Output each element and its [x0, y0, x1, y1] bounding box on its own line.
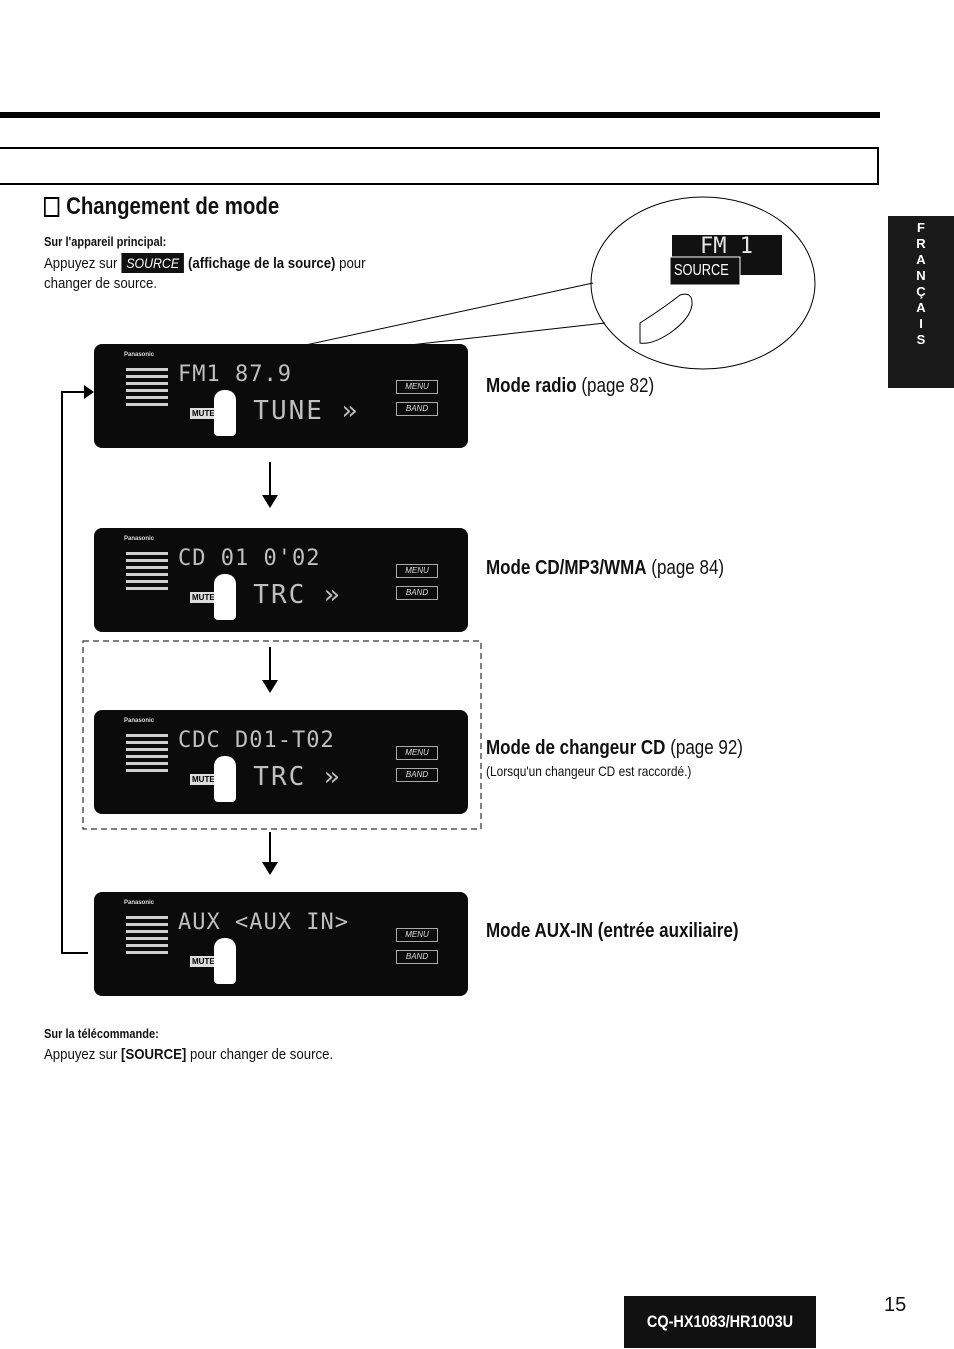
volume-control-icon [126, 730, 168, 792]
source-button-label: SOURCE [121, 253, 185, 273]
arrow-right-icon [84, 385, 94, 399]
band-button: BAND [396, 768, 438, 782]
lcd-bottom-text: « TRC » [218, 580, 342, 610]
lcd-top-text: CDC D01-T02 [178, 728, 335, 753]
band-button: BAND [396, 402, 438, 416]
pointing-hand-icon [214, 938, 236, 984]
main-unit-instructions: Appuyez sur SOURCE (affichage de la sour… [44, 253, 414, 294]
model-number-badge: CQ-HX1083/HR1003U [624, 1296, 816, 1348]
volume-control-icon [126, 364, 168, 426]
section-title: Changement de mode [44, 193, 279, 221]
main-unit-text-bold: (affichage de la source) [188, 255, 336, 272]
mode-label-aux: Mode AUX-IN (entrée auxiliaire) [486, 920, 739, 943]
top-rule [0, 112, 880, 118]
head-unit-panel-cd: Panasonic CD 01 0'02 « TRC » MENU BAND M… [94, 528, 468, 632]
remote-text-before: Appuyez sur [44, 1046, 118, 1063]
lcd-top-text: CD 01 0'02 [178, 546, 321, 571]
mode-page-ref: (page 84) [651, 557, 725, 579]
mode-page-ref: (page 92) [670, 737, 743, 759]
lcd-bottom-text: « TUNE » [218, 396, 360, 426]
head-unit-panel-radio: Panasonic FM1 87.9 « TUNE » MENU BAND MU… [94, 344, 468, 448]
head-unit-panel-aux: Panasonic AUX <AUX IN> MENU BAND MUTE [94, 892, 468, 996]
volume-control-icon [126, 548, 168, 610]
lcd-top-text: AUX <AUX IN> [178, 910, 349, 935]
remote-instructions: Appuyez sur [SOURCE] pour changer de sou… [44, 1046, 333, 1063]
mode-label-cd: Mode CD/MP3/WMA (page 84) [486, 557, 724, 580]
arrow-down-icon [262, 495, 278, 508]
pointing-hand-icon [214, 756, 236, 802]
header-frame [0, 147, 879, 185]
arrow-down-icon [262, 680, 278, 693]
callout-source-button-icon [669, 256, 741, 286]
page-number: 15 [884, 1294, 907, 1316]
section-title-text: Changement de mode [66, 193, 280, 220]
model-number: CQ-HX1083/HR1003U [646, 1312, 794, 1331]
mode-name: Mode CD/MP3/WMA [486, 557, 647, 579]
lcd-top-text: FM1 87.9 [178, 362, 292, 387]
panel-brand: Panasonic [124, 536, 155, 542]
arrow-down-icon [262, 862, 278, 875]
language-tab-label: FRANÇAIS [913, 220, 929, 348]
checkbox-square-icon [44, 197, 60, 217]
remote-text-after: pour changer de source. [189, 1046, 334, 1063]
mode-name: Mode AUX-IN (entrée auxiliaire) [486, 920, 739, 942]
panel-brand: Panasonic [124, 352, 155, 358]
main-unit-text-after: pour changer de source. [44, 255, 366, 292]
menu-button: MENU [396, 380, 438, 394]
callout-button-text: SOURCE [674, 262, 729, 279]
panel-brand: Panasonic [124, 718, 155, 724]
main-unit-text-before: Appuyez sur [44, 255, 118, 272]
mode-name: Mode radio [486, 375, 577, 397]
panel-brand: Panasonic [124, 900, 155, 906]
remote-text-bold: [SOURCE] [121, 1046, 187, 1063]
mute-button: MUTE [190, 408, 217, 419]
language-tab: FRANÇAIS [888, 216, 954, 388]
head-unit-panel-cd-changer: Panasonic CDC D01-T02 « TRC » MENU BAND … [94, 710, 468, 814]
pointing-hand-icon [639, 293, 693, 344]
mode-note-cd-changer: (Lorsqu'un changeur CD est raccordé.) [486, 763, 692, 779]
menu-button: MENU [396, 928, 438, 942]
callout-illustration [249, 196, 816, 370]
remote-heading: Sur la télécommande: [44, 1026, 159, 1041]
band-button: BAND [396, 586, 438, 600]
menu-button: MENU [396, 564, 438, 578]
lcd-bottom-text: « TRC » [218, 762, 342, 792]
main-unit-heading: Sur l'appareil principal: [44, 234, 167, 249]
mute-button: MUTE [190, 956, 217, 967]
volume-control-icon [126, 912, 168, 974]
pointing-hand-icon [214, 390, 236, 436]
mute-button: MUTE [190, 592, 217, 603]
pointing-hand-icon [214, 574, 236, 620]
callout-lcd-text: FM 1 [700, 234, 753, 259]
mode-label-radio: Mode radio (page 82) [486, 375, 654, 398]
mute-button: MUTE [190, 774, 217, 785]
mode-label-cd-changer: Mode de changeur CD (page 92) [486, 737, 743, 760]
mode-page-ref: (page 82) [581, 375, 655, 397]
menu-button: MENU [396, 746, 438, 760]
optional-changer-box [82, 640, 482, 830]
mode-name: Mode de changeur CD [486, 737, 666, 759]
band-button: BAND [396, 950, 438, 964]
